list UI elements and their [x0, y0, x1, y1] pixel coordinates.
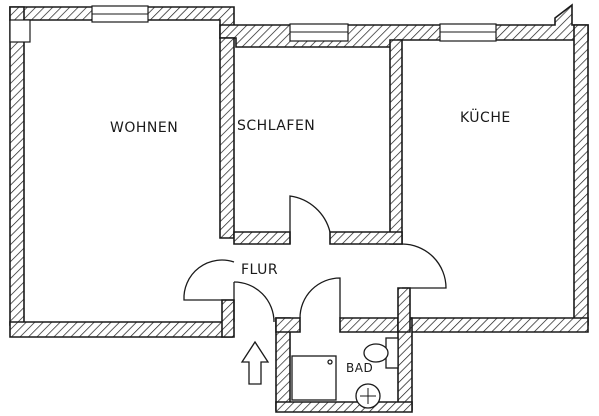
room-label-wohnen: WOHNEN	[110, 120, 178, 136]
doors	[183, 195, 447, 323]
wall-schlafen-bottom-right	[329, 231, 403, 245]
room-label-kueche: KÜCHE	[460, 108, 511, 126]
room-label-flur: FLUR	[241, 262, 278, 278]
wall-kueche-left-lower	[397, 287, 411, 333]
wall-bottom-wohnen	[9, 321, 233, 338]
wall-left	[9, 6, 25, 326]
door-entrance	[233, 281, 275, 323]
door-schlafen	[289, 195, 331, 244]
wall-bottom-kueche	[397, 317, 589, 333]
toilet-icon	[363, 337, 399, 369]
wall-wohnen-flur-lower	[221, 299, 235, 338]
bad-fixtures	[291, 337, 399, 409]
door-bad	[299, 277, 341, 319]
wall-wohnen-schlafen	[219, 37, 235, 239]
entrance-arrow-icon	[240, 340, 270, 385]
walls	[9, 3, 589, 413]
wall-schlafen-bottom-left	[233, 231, 291, 245]
wall-flur-bottom-right	[339, 317, 399, 333]
door-wohnen	[183, 259, 235, 301]
wall-bad-bottom	[275, 401, 413, 413]
room-label-schlafen: SCHLAFEN	[237, 118, 315, 134]
wall-right	[573, 24, 589, 326]
door-kueche	[401, 243, 447, 289]
wall-schlafen-kueche	[389, 39, 403, 245]
window-top-left-corner	[9, 19, 31, 43]
room-label-bad: BAD	[346, 361, 373, 375]
washbasin-icon	[355, 383, 381, 409]
wall-flur-bottom-left	[275, 317, 301, 333]
windows	[9, 5, 497, 43]
wall-top-right	[219, 3, 589, 48]
